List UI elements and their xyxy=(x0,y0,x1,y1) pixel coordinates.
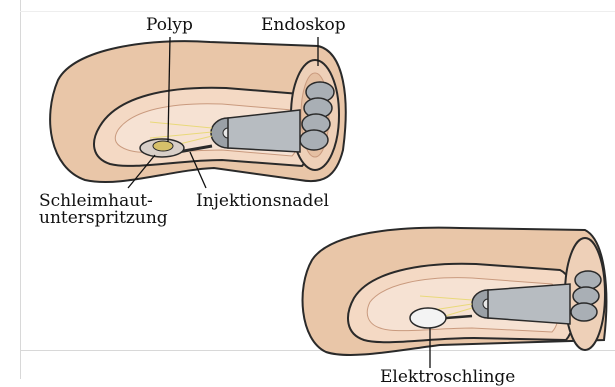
bottom-colon-illustration xyxy=(303,228,607,368)
top-colon-illustration xyxy=(50,37,346,188)
illustration xyxy=(0,0,615,379)
snare-loop xyxy=(410,308,446,328)
label-schleimhaut-line2: unterspritzung xyxy=(39,210,168,227)
figure: Polyp Endoskop Schleimhaut- unterspritzu… xyxy=(0,0,615,379)
label-polyp: Polyp xyxy=(146,17,193,34)
label-elektroschlinge: Elektroschlinge xyxy=(380,369,515,386)
label-endoskop: Endoskop xyxy=(261,17,346,34)
label-injektionsnadel: Injektionsnadel xyxy=(196,193,329,210)
